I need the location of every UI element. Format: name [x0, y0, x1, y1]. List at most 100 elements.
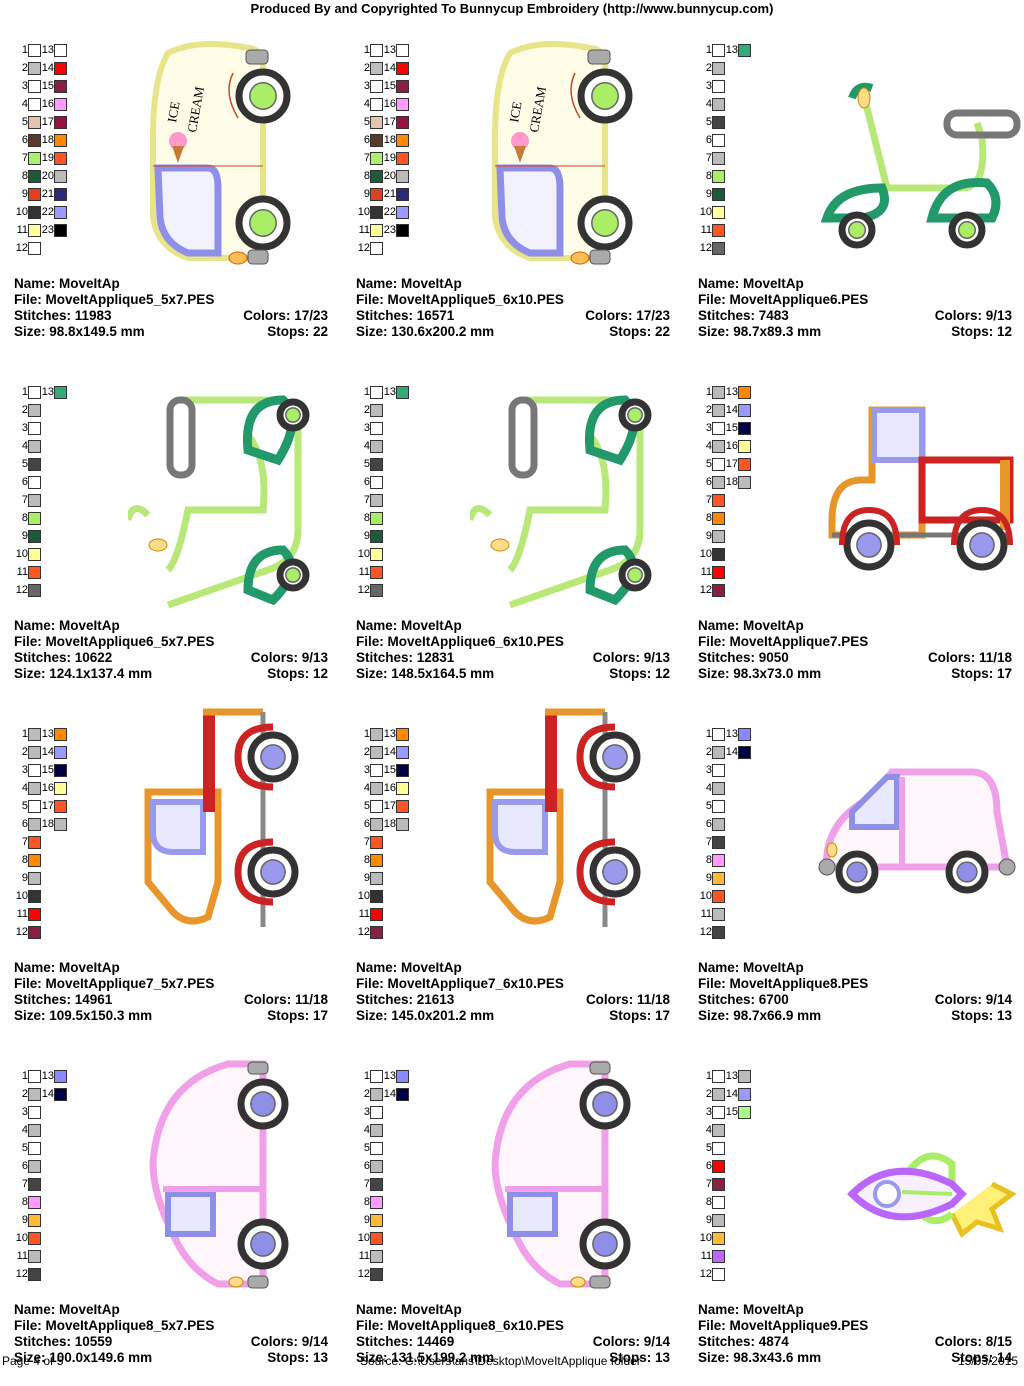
color-number: 13	[725, 1070, 738, 1082]
color-swatch	[712, 1196, 725, 1209]
color-number: 14	[41, 62, 54, 74]
color-swatch	[28, 98, 41, 111]
color-swatch-entry: 11	[356, 566, 383, 584]
color-swatch-entry: 8	[356, 1196, 383, 1214]
color-swatch-entry: 5	[14, 458, 41, 476]
color-swatch-entry: 4	[14, 1124, 41, 1142]
color-swatch	[28, 548, 41, 561]
color-swatch	[396, 98, 409, 111]
color-swatch-entry: 2	[698, 404, 725, 422]
color-number: 15	[725, 1106, 738, 1118]
color-number: 16	[383, 98, 396, 110]
design-info: Name: MoveItAp File: MoveItApplique5_5x7…	[14, 276, 328, 340]
design-colors: Colors: 9/13	[250, 650, 328, 665]
color-number: 17	[725, 458, 738, 470]
color-swatch-entry: 16	[40, 98, 67, 116]
color-swatch-entry: 9	[698, 1214, 725, 1232]
design-name: Name: MoveItAp	[14, 618, 120, 633]
color-number: 1	[363, 728, 370, 740]
color-number: 12	[357, 926, 370, 938]
color-swatch	[712, 1214, 725, 1227]
color-number: 15	[383, 80, 396, 92]
color-number: 6	[363, 1160, 370, 1172]
color-swatch	[28, 1106, 41, 1119]
color-swatch	[28, 530, 41, 543]
color-swatch	[28, 188, 41, 201]
design-name: Name: MoveItAp	[698, 960, 804, 975]
color-swatch-entry: 7	[698, 152, 725, 170]
color-swatch-entry: 1	[356, 1070, 383, 1088]
color-swatch	[712, 1232, 725, 1245]
color-swatch	[738, 386, 751, 399]
color-swatch	[370, 818, 383, 831]
color-swatch-entry: 20	[40, 170, 67, 188]
color-swatch-entry: 4	[14, 782, 41, 800]
color-swatch	[712, 134, 725, 147]
color-number: 11	[358, 224, 370, 236]
color-swatch-entry: 1	[698, 728, 725, 746]
color-number: 10	[15, 1232, 28, 1244]
color-swatch	[712, 836, 725, 849]
color-swatch-entry: 11	[14, 1250, 41, 1268]
color-swatch	[370, 1232, 383, 1245]
color-swatch	[370, 404, 383, 417]
color-number: 14	[383, 746, 396, 758]
color-swatch-entry: 18	[40, 818, 67, 836]
color-swatch-entry: 8	[698, 1196, 725, 1214]
color-swatch	[28, 386, 41, 399]
color-swatch-entry: 13	[40, 386, 67, 404]
design-stops: Stops: 12	[951, 324, 1012, 339]
color-swatch-entry: 12	[356, 926, 383, 944]
color-swatch	[54, 764, 67, 777]
color-swatch	[54, 224, 67, 237]
color-swatch-entry: 9	[14, 872, 41, 890]
color-swatch-entry: 6	[356, 818, 383, 836]
color-swatch-entry: 14	[40, 62, 67, 80]
color-number: 13	[383, 1070, 396, 1082]
color-swatch-entry: 14	[382, 746, 409, 764]
color-swatch	[738, 1088, 751, 1101]
color-swatch-entry: 19	[382, 152, 409, 170]
color-swatch	[396, 800, 409, 813]
color-swatch-entry: 16	[382, 782, 409, 800]
design-preview	[470, 1044, 680, 1294]
color-number: 2	[363, 62, 370, 74]
color-number: 12	[15, 584, 28, 596]
color-number: 8	[705, 512, 712, 524]
design-preview: ICE CREAM	[470, 18, 680, 268]
design-info: Name: MoveItAp File: MoveItApplique5_6x1…	[356, 276, 670, 340]
color-swatch-entry: 9	[698, 530, 725, 548]
color-swatch	[712, 188, 725, 201]
color-swatch-entry: 9	[698, 188, 725, 206]
color-swatch	[28, 1196, 41, 1209]
design-file: File: MoveItApplique7_5x7.PES	[14, 976, 215, 991]
color-number: 6	[21, 134, 28, 146]
color-swatch-entry: 12	[698, 926, 725, 944]
small-car-art	[818, 768, 1016, 894]
color-number: 4	[363, 440, 370, 452]
color-swatch-entry: 10	[698, 890, 725, 908]
color-swatch	[712, 1142, 725, 1155]
color-number: 1	[705, 728, 712, 740]
color-swatch	[370, 116, 383, 129]
color-swatch-entry: 5	[14, 800, 41, 818]
color-swatch-entry: 7	[356, 1178, 383, 1196]
color-swatch	[370, 836, 383, 849]
color-swatch	[712, 566, 725, 579]
color-swatch	[712, 242, 725, 255]
color-swatch-entry: 11	[698, 908, 725, 926]
color-swatch-entry: 6	[14, 1160, 41, 1178]
color-swatch	[396, 728, 409, 741]
color-swatch	[370, 1142, 383, 1155]
design-colors: Colors: 11/18	[927, 650, 1012, 665]
color-swatch-entry: 4	[356, 782, 383, 800]
color-swatch	[28, 584, 41, 597]
